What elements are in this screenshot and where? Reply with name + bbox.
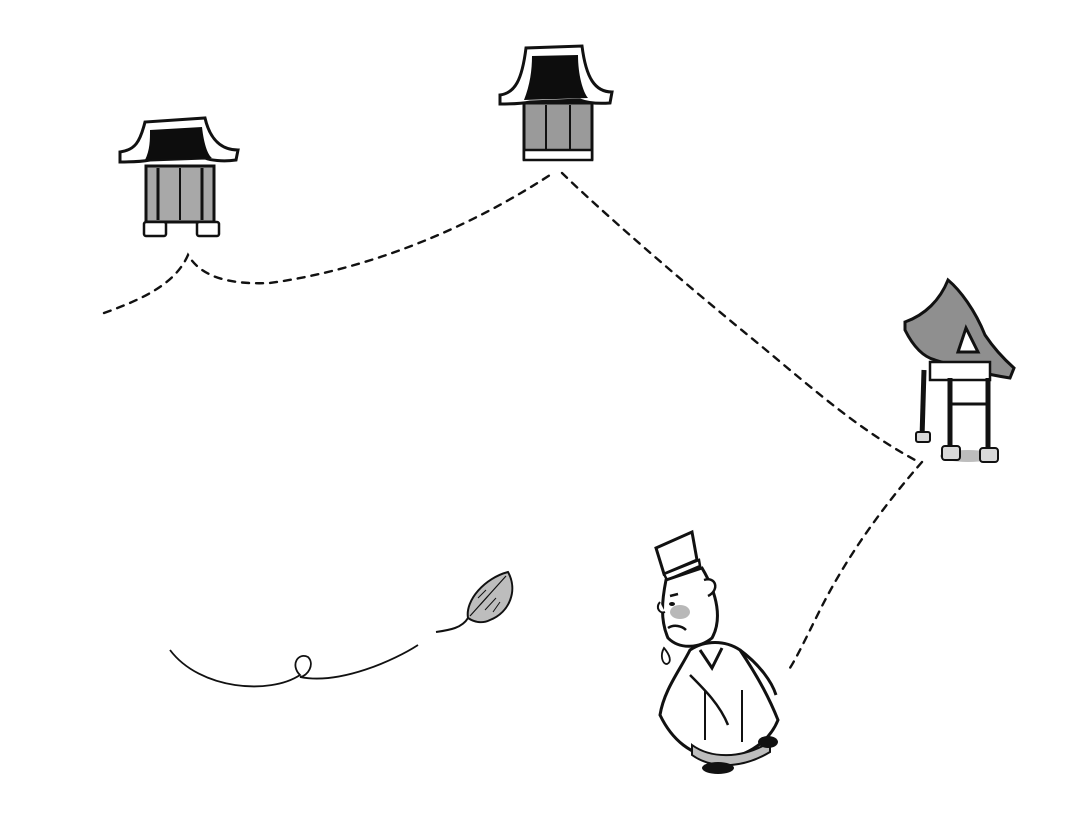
pavilion-icon	[498, 44, 614, 162]
leaf-icon	[169, 570, 514, 688]
dashed-path-figure-segment	[788, 460, 924, 670]
person-icon	[654, 529, 780, 774]
dashed-path-right-segment	[560, 171, 917, 462]
pavilion-icon	[118, 116, 240, 238]
shrine-icon	[903, 277, 1016, 463]
